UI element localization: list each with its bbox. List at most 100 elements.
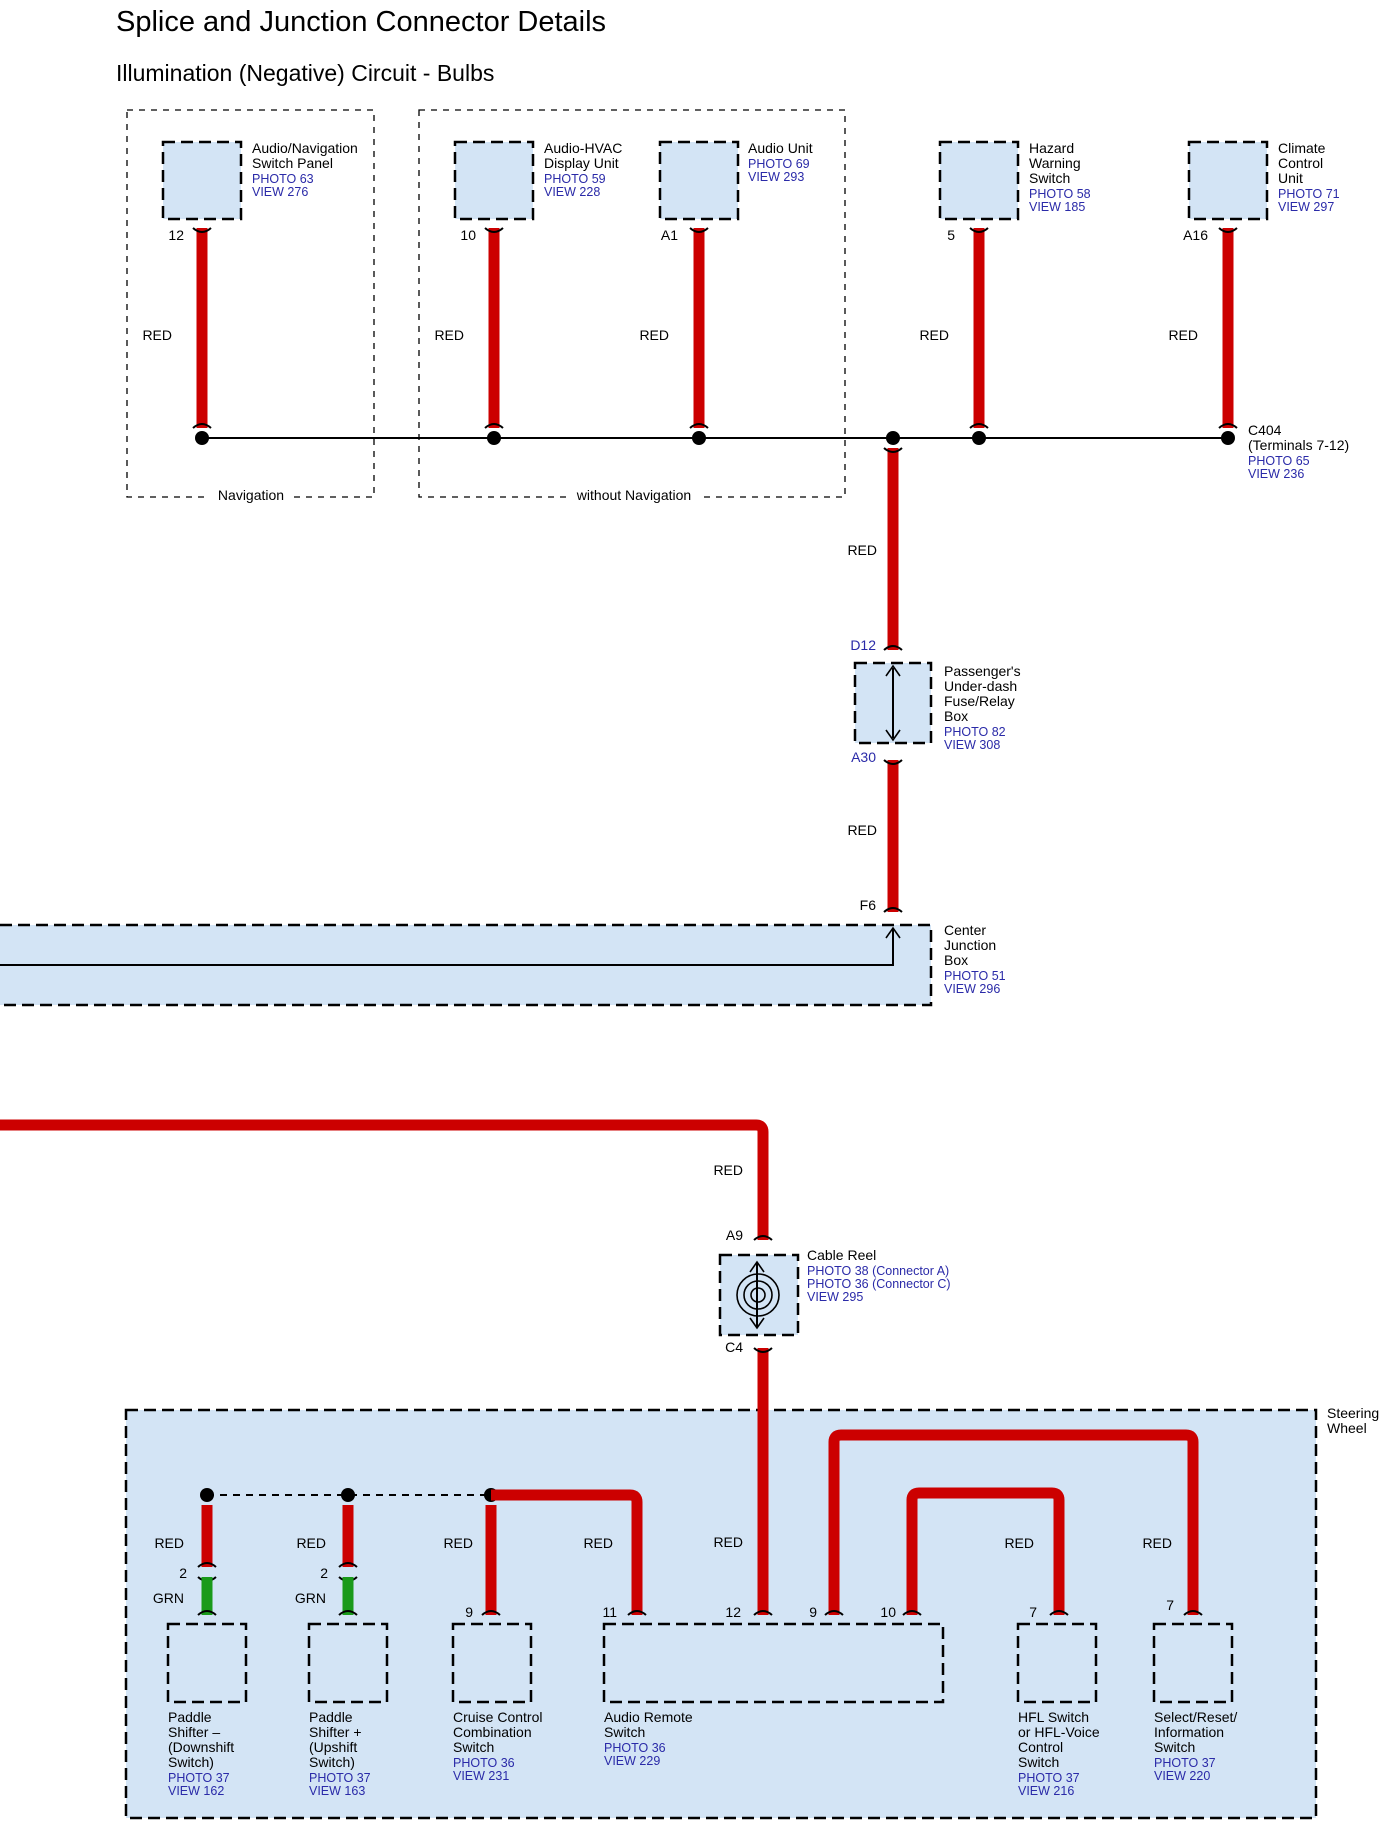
terminal-mark <box>883 759 903 765</box>
terminal-mark <box>338 1610 358 1616</box>
splice-point <box>200 1488 214 1502</box>
c404-ref-text: PHOTO 65 <box>1248 454 1310 468</box>
pin-number: 11 <box>602 1604 617 1620</box>
paddle-upshift-name-text: Paddle <box>309 1709 353 1725</box>
terminal-mark <box>192 227 212 233</box>
terminal-mark <box>883 645 903 651</box>
group-label-bg <box>567 487 702 503</box>
cruise-control-name-text: Switch <box>453 1739 494 1755</box>
red-wire <box>906 1487 1065 1615</box>
audio-unit-ref-text: PHOTO 69 <box>748 157 810 171</box>
audio-remote-name-text: Switch <box>604 1724 645 1740</box>
wire-color-label: RED <box>434 327 464 343</box>
terminal-mark <box>484 423 504 429</box>
audio-unit-name-text: Audio Unit <box>748 140 813 156</box>
audio-nav-name-text: Switch Panel <box>252 155 333 171</box>
paddle-downshift-ref-text: PHOTO 37 <box>168 1771 230 1785</box>
pin-number: C4 <box>725 1339 743 1355</box>
hfl-switch-name-text: Control <box>1018 1739 1063 1755</box>
pin-number: 2 <box>179 1565 187 1581</box>
cable-reel-arrows <box>749 1260 765 1330</box>
fuse-box-name-text: Passenger's <box>944 663 1021 679</box>
terminal-mark <box>1049 1610 1069 1616</box>
paddle-downshift-ref-text: VIEW 162 <box>168 1784 224 1798</box>
terminal-mark <box>338 1562 358 1568</box>
select-reset-ref-text: VIEW 220 <box>1154 1769 1210 1783</box>
wire-color-label: RED <box>713 1162 743 1178</box>
paddle-downshift-name-text: (Downshift <box>168 1739 234 1755</box>
cruise-control-ref-text: VIEW 231 <box>453 1769 509 1783</box>
center-junction-box-ref-text: VIEW 296 <box>944 982 1000 996</box>
page-title: Splice and Junction Connector Details <box>116 6 607 38</box>
group-label-bg <box>208 487 294 503</box>
terminal-mark <box>1183 1610 1203 1616</box>
audio-nav-connector-box <box>161 140 243 221</box>
audio-hvac-name-text: Audio-HVAC <box>544 140 622 156</box>
terminal-mark <box>192 423 212 429</box>
paddle-upshift-name-text: Switch) <box>309 1754 355 1770</box>
pin-number: D12 <box>850 637 876 653</box>
audio-hvac-ref-text: VIEW 228 <box>544 185 600 199</box>
climate-ref-text: VIEW 297 <box>1278 200 1334 214</box>
hfl-switch-name-text: HFL Switch <box>1018 1709 1089 1725</box>
paddle-upshift-name-text: (Upshift <box>309 1739 357 1755</box>
center-junction-box-ref-text: PHOTO 51 <box>944 969 1006 983</box>
junction-internal-line <box>0 928 894 966</box>
red-wire <box>0 1119 769 1240</box>
wire-color-label: RED <box>1142 1535 1172 1551</box>
junction-arrow <box>885 926 901 939</box>
terminal-mark <box>197 1562 217 1568</box>
pin-number: 9 <box>809 1604 817 1620</box>
pin-number: 12 <box>168 227 184 243</box>
center-junction-box-name-text: Junction <box>944 937 996 953</box>
pin-number: 10 <box>880 1604 896 1620</box>
wire-color-label: RED <box>154 1535 184 1551</box>
terminal-mark <box>902 1610 922 1616</box>
hazard-connector-box <box>938 140 1020 221</box>
wire-color-label: RED <box>919 327 949 343</box>
select-reset-name-text: Switch <box>1154 1739 1195 1755</box>
hfl-switch-name-text: Switch <box>1018 1754 1059 1770</box>
hazard-name-text: Hazard <box>1029 140 1074 156</box>
splice-point <box>972 431 986 445</box>
audio-unit-connector-box <box>658 140 740 221</box>
terminal-mark <box>824 1610 844 1616</box>
paddle-shifter-upshift-box <box>307 1622 389 1704</box>
wire-color-label: RED <box>639 327 669 343</box>
c404-name-text: C404 <box>1248 422 1282 438</box>
fuse-box-name-text: Fuse/Relay <box>944 693 1015 709</box>
audio-hvac-ref-text: PHOTO 59 <box>544 172 606 186</box>
terminal-mark <box>753 1235 773 1241</box>
wire-color-label: RED <box>142 327 172 343</box>
wire-color-label: RED <box>443 1535 473 1551</box>
c404-ref-text: VIEW 236 <box>1248 467 1304 481</box>
pin-number: 9 <box>465 1604 473 1620</box>
fuse-box-name-text: Under-dash <box>944 678 1017 694</box>
select-reset-switch-box <box>1152 1622 1234 1704</box>
cable-reel-box <box>718 1253 800 1337</box>
red-wire <box>828 1429 1199 1615</box>
center-junction-box-name-text: Box <box>944 952 968 968</box>
wire-color-label: RED <box>847 822 877 838</box>
select-reset-name-text: Select/Reset/ <box>1154 1709 1237 1725</box>
terminal-mark <box>689 423 709 429</box>
cable-reel-coil-icon <box>743 1280 773 1310</box>
paddle-upshift-ref-text: PHOTO 37 <box>309 1771 371 1785</box>
climate-connector-box <box>1187 140 1269 221</box>
splice-point <box>692 431 706 445</box>
splice-point <box>195 431 209 445</box>
center-junction-box-name-text: Center <box>944 922 986 938</box>
climate-name-text: Control <box>1278 155 1323 171</box>
pin-number: 5 <box>947 227 955 243</box>
terminal-mark <box>969 423 989 429</box>
audio-nav-name-text: Audio/Navigation <box>252 140 358 156</box>
audio-remote-ref-text: VIEW 229 <box>604 1754 660 1768</box>
terminal-mark <box>627 1610 647 1616</box>
cruise-control-switch-box <box>451 1622 533 1704</box>
without-navigation-group-label: without Navigation <box>576 487 691 503</box>
pin-number: F6 <box>860 897 877 913</box>
pin-number: 7 <box>1029 1604 1037 1620</box>
wire-color-label: RED <box>713 1534 743 1550</box>
pin-number: 7 <box>1166 1597 1174 1613</box>
